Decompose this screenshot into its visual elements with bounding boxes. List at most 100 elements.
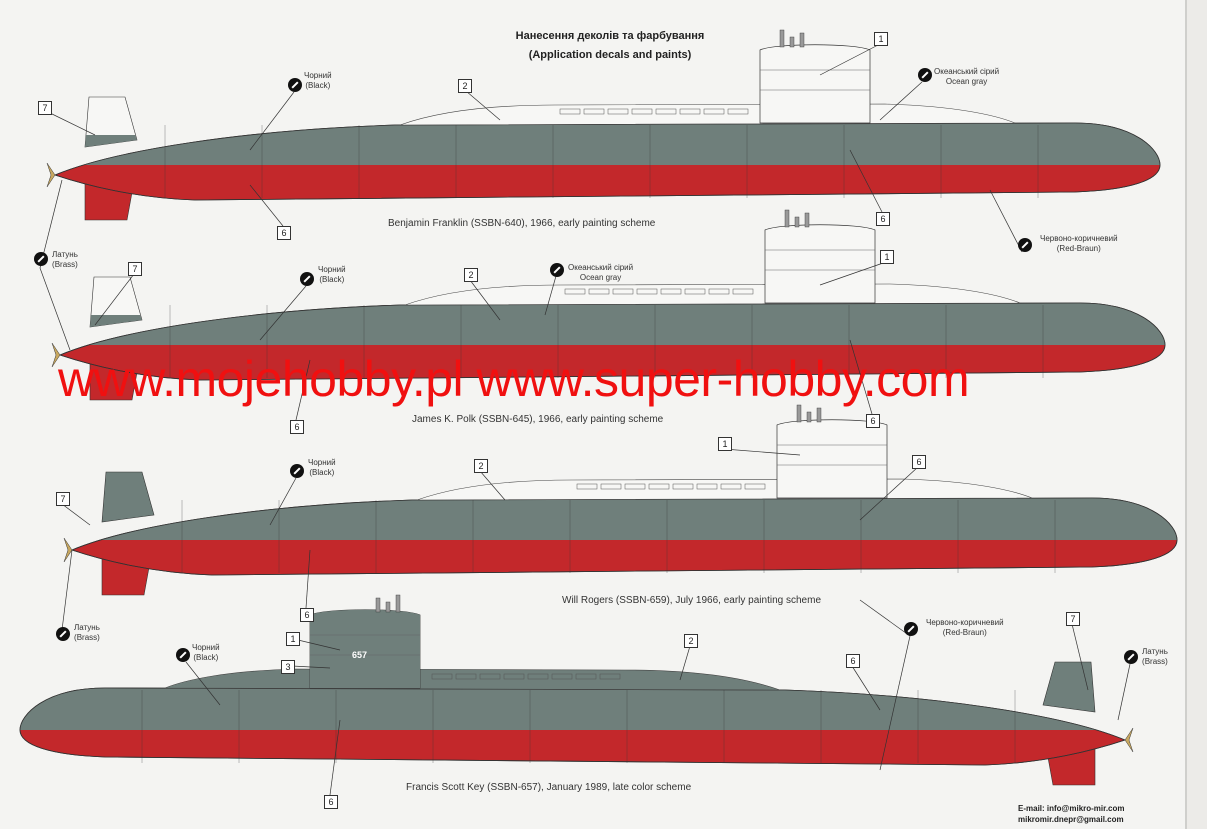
callout-7: 7 xyxy=(1066,612,1080,626)
mast xyxy=(799,32,805,48)
callout-leader-line xyxy=(259,285,307,341)
paint-name-ua: Чорний xyxy=(304,71,332,80)
paint-swatch-icon xyxy=(918,68,932,82)
sail xyxy=(764,224,876,304)
callout-leader-line xyxy=(879,81,923,121)
callout-leader-line xyxy=(819,43,881,76)
hull-number-decal: 657 xyxy=(352,650,368,660)
hull-gray-top xyxy=(100,498,1177,540)
paint-name-en: Ocean gray xyxy=(945,77,988,86)
hull-gray-top xyxy=(20,688,1097,730)
callout-6: 6 xyxy=(277,226,291,240)
callout-2: 2 xyxy=(684,634,698,648)
paint-name-ua: Океанський сірий xyxy=(934,67,1000,76)
callout-leader-line xyxy=(849,339,873,415)
paint-name-en: (Black) xyxy=(319,275,345,284)
callout-1: 1 xyxy=(880,250,894,264)
hull-gray-top xyxy=(83,123,1160,165)
submarine-3 xyxy=(63,404,1178,596)
callout-7: 7 xyxy=(38,101,52,115)
callout-6: 6 xyxy=(912,455,926,469)
callout-leader-line xyxy=(305,549,311,609)
callout-leader-line xyxy=(989,189,1023,253)
callout-leader-line xyxy=(465,90,501,121)
paint-name-en: (Black) xyxy=(193,653,219,662)
callout-2: 2 xyxy=(474,459,488,473)
callout-leader-line xyxy=(185,661,221,706)
paint-label-black: Чорний(Black) xyxy=(304,71,332,91)
paint-name-ua: Чорний xyxy=(318,265,346,274)
mast xyxy=(806,411,812,423)
paint-name-ua: Латунь xyxy=(74,623,100,632)
callout-leader-line xyxy=(1071,623,1089,691)
paint-name-ua: Латунь xyxy=(1142,647,1168,656)
callout-leader-line xyxy=(297,639,341,651)
paint-label-black: Чорний(Black) xyxy=(192,643,220,663)
callout-leader-line xyxy=(469,279,501,321)
paint-name-ua: Чорний xyxy=(308,458,336,467)
callout-6: 6 xyxy=(324,795,338,809)
hull-gray-top xyxy=(88,303,1165,345)
paint-swatch-icon xyxy=(56,627,70,641)
paint-name-en: (Brass) xyxy=(74,633,100,642)
callout-2: 2 xyxy=(458,79,472,93)
mast xyxy=(789,36,795,48)
callout-leader-line xyxy=(849,149,883,213)
paint-name-en: (Black) xyxy=(305,81,331,90)
contact-email-2: mikromir.dnepr@gmail.com xyxy=(1018,815,1124,824)
callout-2: 2 xyxy=(464,268,478,282)
mast xyxy=(779,29,785,48)
callout-leader-line xyxy=(61,549,73,631)
paint-label-brass: Латунь(Brass) xyxy=(52,250,78,270)
paint-name-en: (Brass) xyxy=(52,260,78,269)
callout-leader-line xyxy=(295,359,311,421)
caption-sub-2: James K. Polk (SSBN-645), 1966, early pa… xyxy=(412,414,664,425)
caption-sub-1: Benjamin Franklin (SSBN-640), 1966, earl… xyxy=(388,218,656,229)
callout-leader-line xyxy=(679,645,691,681)
paint-label-black: Чорний(Black) xyxy=(308,458,336,478)
paint-swatch-icon xyxy=(550,263,564,277)
callout-6: 6 xyxy=(866,414,880,428)
paint-name-en: (Red-Braun) xyxy=(942,628,987,637)
paint-label-brass: Латунь(Brass) xyxy=(1142,647,1168,667)
callout-leader-line xyxy=(859,466,919,521)
callout-leader-line xyxy=(859,599,911,637)
submarine-4 xyxy=(19,594,1134,786)
paint-swatch-icon xyxy=(1124,650,1138,664)
callout-6: 6 xyxy=(846,654,860,668)
callout-3: 3 xyxy=(281,660,295,674)
watermark: www.mojehobby.pl www.super-hobby.com xyxy=(58,351,970,407)
upper-rudder xyxy=(101,471,155,523)
caption-sub-3: Will Rogers (SSBN-659), July 1966, early… xyxy=(562,595,821,606)
callout-leader-line xyxy=(269,477,297,526)
paint-label-red-brown: Червоно-коричневий(Red-Braun) xyxy=(1040,234,1118,254)
callout-6: 6 xyxy=(300,608,314,622)
callout-leader-line xyxy=(49,112,96,136)
callout-leader-line xyxy=(249,184,284,227)
callout-leader-line xyxy=(329,719,341,796)
mast xyxy=(794,216,800,228)
callout-leader-line xyxy=(94,273,135,326)
callout-6: 6 xyxy=(290,420,304,434)
callout-leader-line xyxy=(879,635,911,771)
paint-swatch-icon xyxy=(290,464,304,478)
propeller xyxy=(1124,727,1134,753)
paint-name-en: Ocean gray xyxy=(579,273,622,282)
callout-1: 1 xyxy=(286,632,300,646)
paint-name-en: (Red-Braun) xyxy=(1056,244,1101,253)
paint-name-ua: Океанський сірий xyxy=(568,263,634,272)
callout-7: 7 xyxy=(128,262,142,276)
paint-swatch-icon xyxy=(34,252,48,266)
missile-deck xyxy=(399,103,1016,126)
paint-label-red-brown: Червоно-коричневий(Red-Braun) xyxy=(926,618,1004,638)
mast xyxy=(804,212,810,228)
mast xyxy=(395,594,401,613)
caption-sub-4: Francis Scott Key (SSBN-657), January 19… xyxy=(406,782,692,793)
callout-leader-line xyxy=(544,275,557,316)
missile-deck xyxy=(416,478,1033,501)
paint-name-ua: Червоно-коричневий xyxy=(1040,234,1118,243)
callout-leader-line xyxy=(39,267,71,351)
propeller xyxy=(63,537,73,563)
